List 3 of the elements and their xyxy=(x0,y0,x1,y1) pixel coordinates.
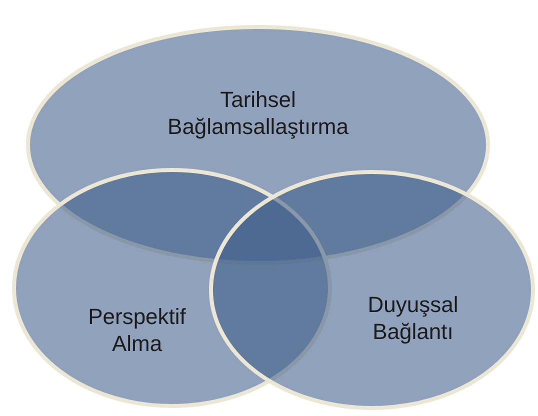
set-label: Tarihsel Bağlamsallaştırma xyxy=(166,86,350,140)
set-label: Duyuşsal Bağlantı xyxy=(366,291,460,345)
set-label: Perspektif Alma xyxy=(87,303,187,357)
